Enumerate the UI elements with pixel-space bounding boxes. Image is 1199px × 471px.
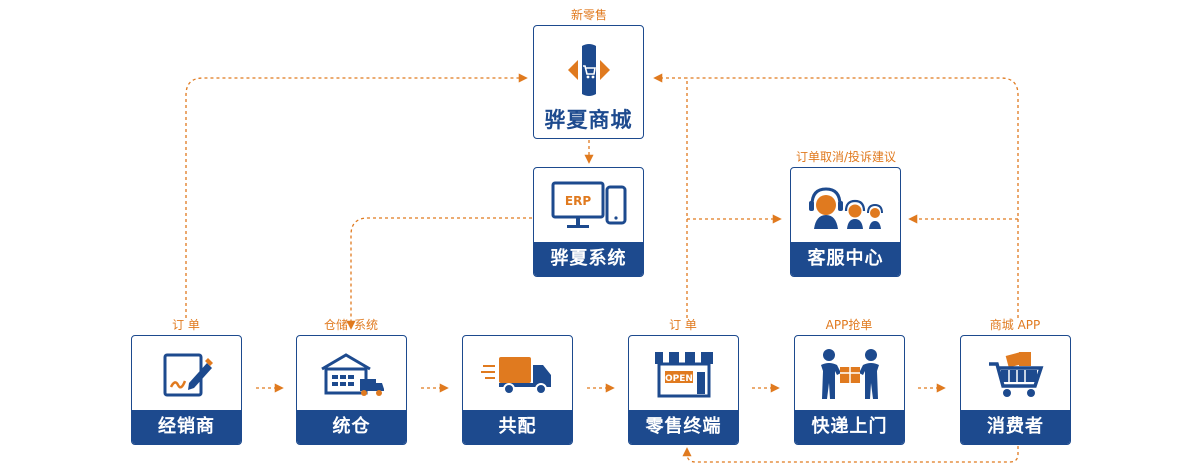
connector-dealer-to-mall: [185, 73, 528, 318]
mall-caption: 新零售: [570, 8, 607, 22]
storefront-icon: OPEN: [629, 336, 738, 412]
service-label: 客服中心: [791, 242, 900, 276]
chain-label-dealer: 经销商: [132, 410, 241, 444]
mall-node[interactable]: 骅夏商城: [533, 25, 644, 139]
service-node[interactable]: 客服中心: [790, 167, 901, 277]
chain-caption-retail: 订 单: [669, 318, 697, 332]
erp-label: 骅夏系统: [534, 242, 643, 276]
chain-caption-warehouse: 仓储▾系统: [323, 318, 379, 332]
delivery-truck-icon: [463, 336, 572, 412]
erp-screen-text: ERP: [564, 194, 590, 208]
signature-icon: [132, 336, 241, 412]
open-sign-text: OPEN: [665, 374, 693, 384]
chain-label-courier: 快递上门: [795, 410, 904, 444]
service-caption: 订单取消/投诉建议: [795, 150, 897, 164]
monitor-phone-icon: ERP: [534, 168, 643, 244]
connector-consumer-to-mall: [687, 77, 1019, 318]
chain-label-warehouse: 统仓: [297, 410, 406, 444]
chain-node-retail[interactable]: OPEN 零售终端: [628, 335, 739, 445]
chain-caption-courier: APP抢单: [825, 318, 873, 332]
chain-node-delivery[interactable]: 共配: [462, 335, 573, 445]
chain-caption-consumer: 商城 APP: [989, 318, 1041, 332]
chain-node-dealer[interactable]: 经销商: [131, 335, 242, 445]
connector-retail-to-mall: [653, 73, 688, 318]
shopping-cart-icon: [961, 336, 1070, 412]
connector-consumer-to-retail: [682, 446, 1019, 463]
erp-node[interactable]: ERP 骅夏系统: [533, 167, 644, 277]
cart-logo-icon: [534, 40, 643, 100]
chain-caption-dealer: 订 单: [172, 318, 200, 332]
headset-agents-icon: [791, 168, 900, 244]
warehouse-icon: [297, 336, 406, 412]
chain-label-delivery: 共配: [463, 410, 572, 444]
chain-node-warehouse[interactable]: 统仓: [296, 335, 407, 445]
chain-node-consumer[interactable]: 消费者: [960, 335, 1071, 445]
chain-label-consumer: 消费者: [961, 410, 1070, 444]
connector-erp-to-warehouse: [346, 217, 532, 330]
chain-node-courier[interactable]: 快递上门: [794, 335, 905, 445]
chain-label-retail: 零售终端: [629, 410, 738, 444]
courier-handoff-icon: [795, 336, 904, 412]
mall-logo-text: 骅夏商城: [544, 108, 633, 132]
